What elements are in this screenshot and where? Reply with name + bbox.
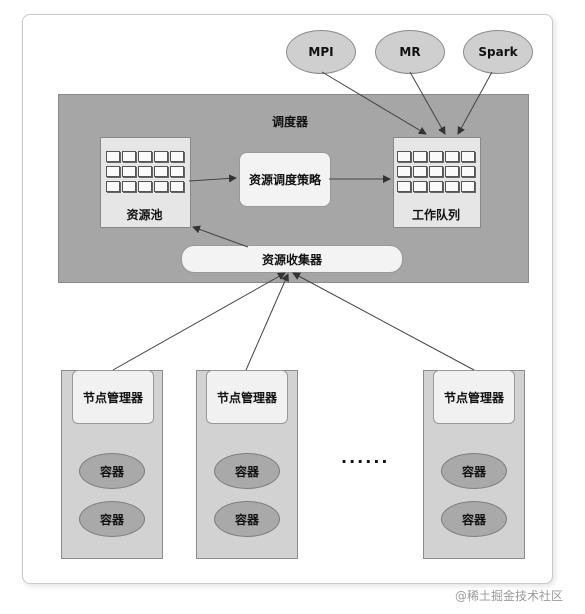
resource-cell — [106, 166, 120, 177]
queue-cell — [429, 151, 443, 162]
queue-cell — [397, 166, 411, 177]
resource-cell — [154, 181, 168, 192]
queue-cell — [413, 166, 427, 177]
queue-cell — [445, 181, 459, 192]
resource-cell — [106, 151, 120, 162]
resource-pool-cells — [106, 151, 184, 192]
resource-cell — [122, 181, 136, 192]
work-queue-cells — [397, 151, 475, 192]
resource-cell — [170, 151, 184, 162]
resource-cell — [170, 181, 184, 192]
framework-mr: MR — [375, 30, 445, 74]
container-label: 容器 — [99, 512, 124, 527]
queue-cell — [413, 151, 427, 162]
queue-cell — [429, 166, 443, 177]
arrow-node2-to-collector — [245, 273, 289, 371]
scheduling-policy-label: 资源调度策略 — [248, 173, 321, 187]
arrow-mpi-to-queue — [321, 71, 427, 135]
node-manager-2: 节点管理器 — [206, 370, 288, 424]
container-2-2: 容器 — [214, 501, 280, 537]
resource-cell — [154, 151, 168, 162]
queue-cell — [429, 181, 443, 192]
resource-cell — [138, 151, 152, 162]
container-label: 容器 — [461, 512, 486, 527]
queue-cell — [397, 151, 411, 162]
resource-cell — [122, 151, 136, 162]
container-label: 容器 — [234, 464, 259, 479]
resource-cell — [122, 166, 136, 177]
queue-cell — [445, 151, 459, 162]
arrow-collector-to-pool — [192, 225, 249, 248]
container-label: 容器 — [99, 464, 124, 479]
node-manager-2-label: 节点管理器 — [216, 390, 277, 405]
resource-cell — [170, 166, 184, 177]
resource-collector: 资源收集器 — [181, 245, 403, 273]
framework-spark-label: Spark — [478, 45, 518, 59]
container-3-2: 容器 — [441, 501, 507, 537]
resource-collector-label: 资源收集器 — [261, 252, 322, 267]
container-1-1: 容器 — [79, 453, 145, 489]
container-2-1: 容器 — [214, 453, 280, 489]
queue-cell — [413, 181, 427, 192]
scheduler-title: 调度器 — [272, 115, 309, 129]
watermark: @稀土掘金技术社区 — [454, 589, 563, 603]
container-label: 容器 — [461, 464, 486, 479]
framework-mpi-label: MPI — [308, 45, 334, 59]
resource-cell — [138, 166, 152, 177]
arrow-node1-to-collector — [112, 272, 286, 371]
arrow-mr-to-queue — [409, 71, 446, 135]
container-1-2: 容器 — [79, 501, 145, 537]
resource-cell — [154, 166, 168, 177]
resource-pool-label: 资源池 — [126, 208, 163, 222]
framework-spark: Spark — [463, 30, 533, 74]
arrow-pool-to-policy — [188, 174, 237, 183]
work-queue-label: 工作队列 — [411, 208, 460, 222]
resource-cell — [106, 181, 120, 192]
queue-cell — [461, 181, 475, 192]
queue-cell — [461, 151, 475, 162]
resource-cell — [138, 181, 152, 192]
framework-mpi: MPI — [286, 30, 356, 74]
framework-mr-label: MR — [399, 45, 421, 59]
queue-cell — [445, 166, 459, 177]
node-manager-3: 节点管理器 — [433, 370, 515, 424]
node-manager-1-label: 节点管理器 — [82, 390, 143, 405]
queue-cell — [461, 166, 475, 177]
arrow-spark-to-queue — [457, 71, 493, 135]
node-manager-3-label: 节点管理器 — [443, 390, 504, 405]
scheduling-policy-box: 资源调度策略 — [239, 152, 331, 207]
ellipsis: ...... — [341, 448, 390, 467]
arrow-node3-to-collector — [292, 272, 475, 371]
container-3-1: 容器 — [441, 453, 507, 489]
container-label: 容器 — [234, 512, 259, 527]
queue-cell — [397, 181, 411, 192]
node-manager-1: 节点管理器 — [72, 370, 154, 424]
